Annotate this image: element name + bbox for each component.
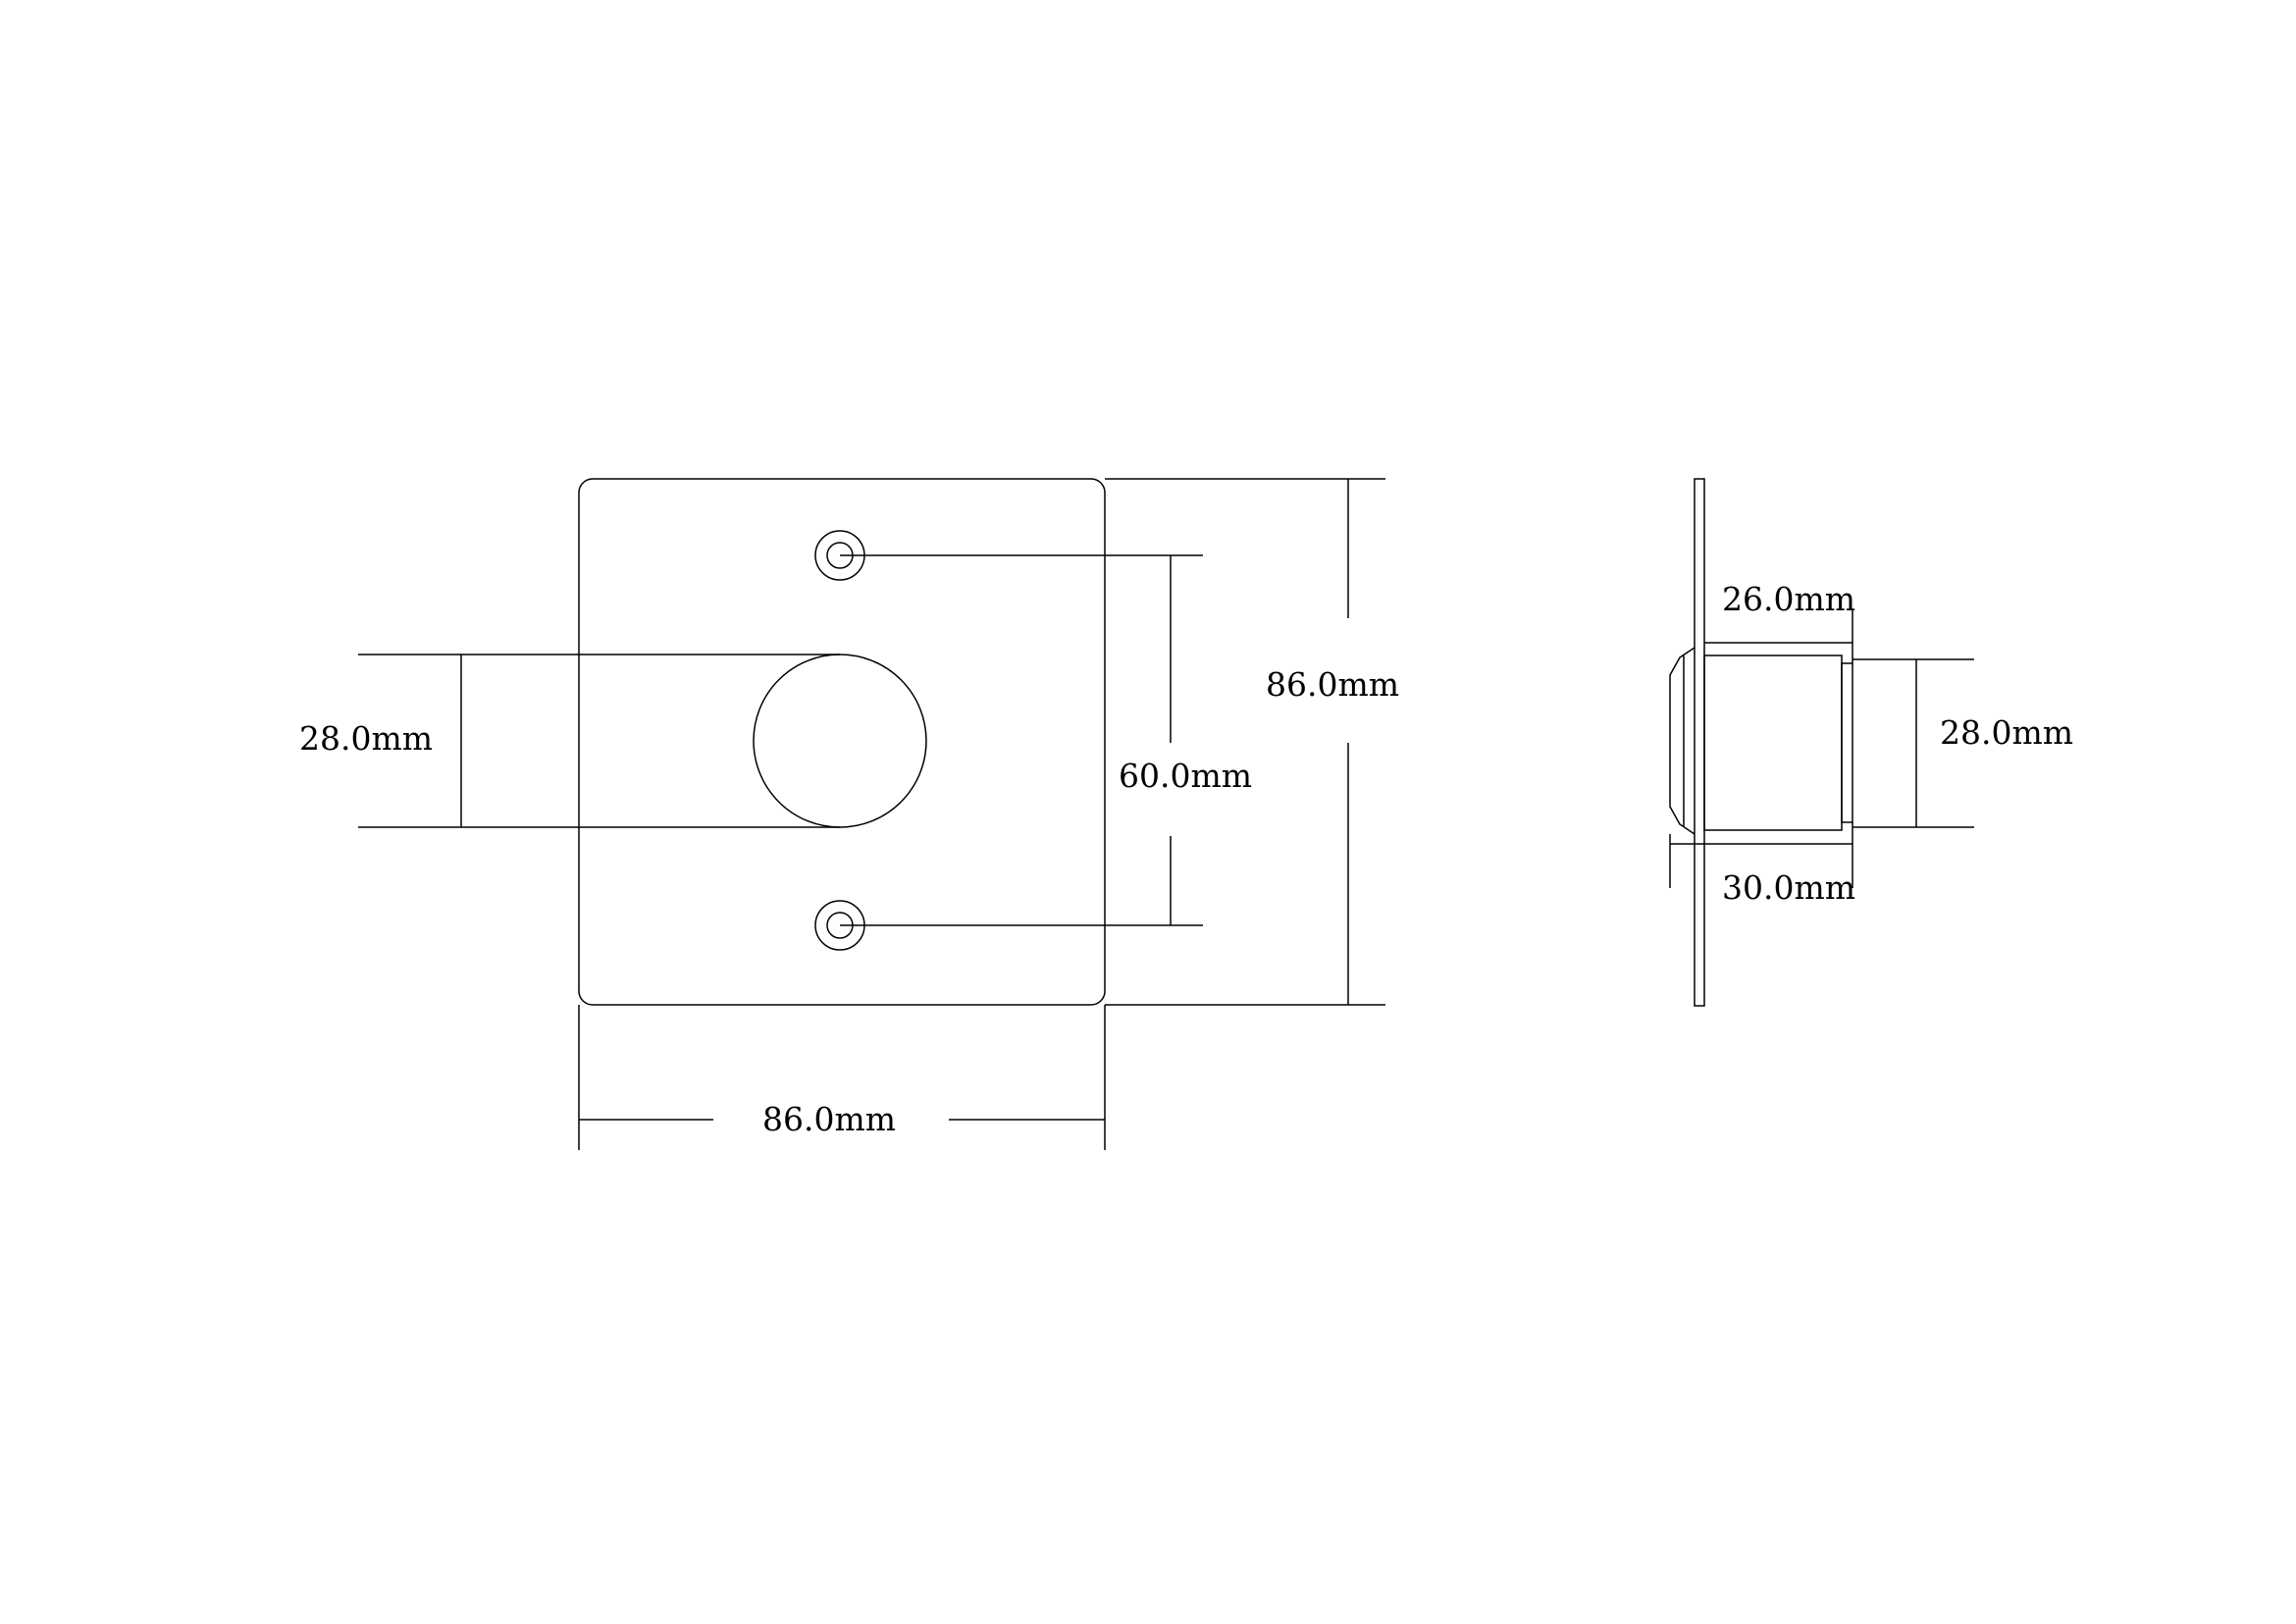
- overall-depth-label: 30.0mm: [1722, 868, 1855, 907]
- push-button: [753, 654, 927, 828]
- switch-body: [1703, 655, 1843, 831]
- overall-height-label: 86.0mm: [1266, 665, 1399, 704]
- body-diameter-label: 28.0mm: [1940, 713, 2073, 752]
- faceplate-edge: [1694, 478, 1705, 1007]
- overall-depth-dimension: 30.0mm: [1669, 822, 1855, 907]
- body-length-label: 26.0mm: [1722, 580, 1855, 618]
- overall-height-dimension: 86.0mm: [1105, 478, 1399, 1006]
- button-diameter-dimension: 28.0mm: [299, 654, 840, 828]
- hole-spacing-dimension: 60.0mm: [840, 554, 1252, 926]
- body-diameter-dimension: 28.0mm: [1852, 658, 2073, 828]
- button-cap-profile: [1669, 647, 1696, 835]
- overall-width-label: 86.0mm: [762, 1100, 896, 1138]
- faceplate-outline: [578, 478, 1106, 1006]
- rear-flange: [1841, 662, 1853, 823]
- side-view: [1669, 478, 1853, 1007]
- button-diameter-label: 28.0mm: [299, 719, 433, 758]
- hole-spacing-label: 60.0mm: [1119, 757, 1252, 795]
- body-length-dimension: 26.0mm: [1704, 580, 1855, 663]
- overall-width-dimension: 86.0mm: [578, 1005, 1106, 1150]
